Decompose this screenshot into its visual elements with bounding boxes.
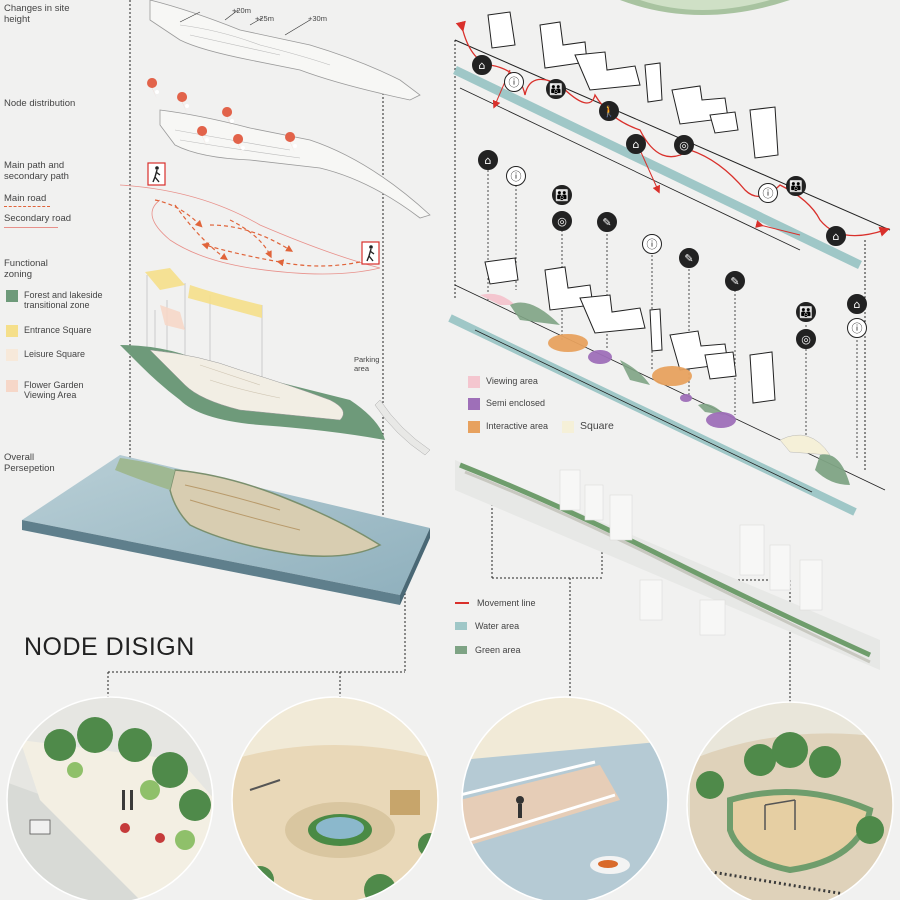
main-road-line [4, 206, 50, 207]
pedestrian-icon: 🚶 [599, 101, 619, 121]
zoning-swatch [6, 290, 18, 302]
gazebo-icon: ⌂ [826, 226, 846, 246]
area-legend-item: Square [562, 421, 614, 433]
area-legend-label: Viewing area [486, 376, 538, 386]
info-sign-icon: ⓘ [758, 183, 778, 203]
line-legend-label: Water area [475, 621, 520, 631]
zoning-layer [120, 268, 431, 456]
node-distribution-label: Node distribution [4, 98, 76, 109]
parking-label: Parking area [354, 355, 380, 373]
line-legend-label: Movement line [477, 598, 536, 608]
pedestrian-icon [361, 241, 380, 265]
pedestrian-icon [147, 162, 166, 186]
line-swatch [455, 622, 467, 630]
line-legend-item: Movement line [455, 598, 536, 608]
movement-diagram [448, 11, 891, 670]
info-sign-icon: ⓘ [642, 234, 662, 254]
zoning-legend-label: Leisure Square [24, 349, 86, 359]
zoning-legend-item: Entrance Square [6, 325, 106, 337]
gazebo-icon: ⌂ [478, 150, 498, 170]
site-height-layer [149, 0, 421, 101]
gazebo-icon: ⌂ [626, 134, 646, 154]
height-30-label: +30m [308, 14, 327, 23]
node-design-scenes [6, 696, 894, 900]
area-legend-label: Interactive area [486, 421, 549, 431]
site-height-label: Changes in site height [4, 3, 70, 25]
zoning-legend-item: Leisure Square [6, 349, 106, 361]
zoning-legend-item: Forest and lakeside transitional zone [6, 290, 106, 310]
zoning-swatch [6, 349, 18, 361]
secondary-road-line [4, 227, 58, 228]
paths-label: Main path and secondary path [4, 160, 69, 182]
info-sign-icon: ⓘ [506, 166, 526, 186]
ball-sport-icon: ◎ [674, 135, 694, 155]
area-legend-label: Semi enclosed [486, 398, 546, 408]
overall-perspective-label: Overall Persepetion [4, 452, 55, 474]
line-swatch [455, 602, 469, 604]
zoning-legend-item: Flower Garden Viewing Area [6, 380, 106, 400]
zoning-legend-label: Entrance Square [24, 325, 92, 335]
ball-sport-icon: ◎ [796, 329, 816, 349]
info-sign-icon: ⓘ [504, 72, 524, 92]
area-legend-item: Viewing area [468, 376, 538, 388]
area-swatch [562, 421, 574, 433]
area-swatch [468, 398, 480, 410]
location-pins [147, 78, 297, 155]
line-swatch [455, 646, 467, 654]
secondary-road-label: Secondary road [4, 213, 72, 224]
line-legend-item: Water area [455, 621, 519, 631]
gazebo-icon: ⌂ [472, 55, 492, 75]
reading-icon: ✎ [597, 212, 617, 232]
area-legend-item: Interactive area [468, 421, 548, 433]
zoning-swatch [6, 325, 18, 337]
line-legend-label: Green area [475, 645, 521, 655]
family-icon: 👪 [786, 176, 806, 196]
area-legend-label: Square [580, 420, 614, 432]
family-icon: 👪 [796, 302, 816, 322]
ball-sport-icon: ◎ [552, 211, 572, 231]
area-swatch [468, 376, 480, 388]
reading-icon: ✎ [679, 248, 699, 268]
overall-perspective [22, 455, 430, 605]
section-title: NODE DISIGN [24, 633, 195, 661]
zoning-legend-label: Flower Garden Viewing Area [24, 380, 84, 400]
height-20-label: +20m [232, 6, 251, 15]
path-layer [119, 184, 381, 275]
gazebo-icon: ⌂ [847, 294, 867, 314]
info-sign-icon: ⓘ [847, 318, 867, 338]
area-legend-item: Semi enclosed [468, 398, 545, 410]
family-icon: 👪 [546, 79, 566, 99]
main-road-label: Main road [4, 193, 47, 204]
height-25-label: +25m [255, 14, 274, 23]
zoning-legend-label: Forest and lakeside transitional zone [24, 290, 103, 310]
family-icon: 👪 [552, 185, 572, 205]
area-swatch [468, 421, 480, 433]
reading-icon: ✎ [725, 271, 745, 291]
line-legend-item: Green area [455, 645, 521, 655]
functional-zoning-label: Functional zoning [4, 258, 48, 280]
zoning-swatch [6, 380, 18, 392]
node-distribution-layer [159, 109, 431, 219]
